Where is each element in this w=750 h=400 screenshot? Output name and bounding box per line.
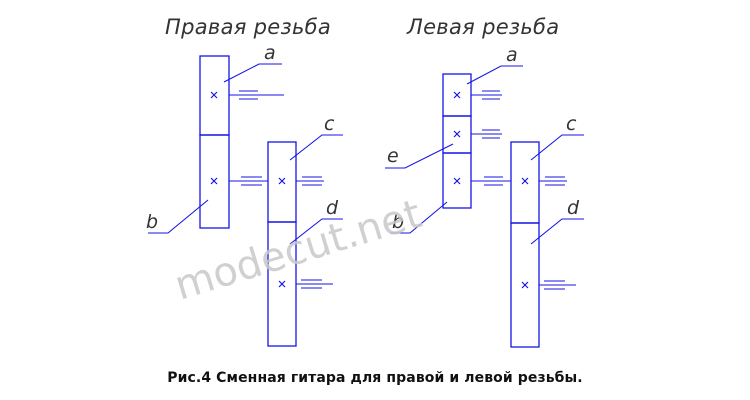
right-leaders xyxy=(148,63,343,245)
left-label-b: b xyxy=(392,211,404,233)
left-label-a: a xyxy=(506,44,518,66)
right-gear-c xyxy=(267,141,297,223)
right-shafts xyxy=(229,90,333,289)
heading-right-thread: Правая резьба xyxy=(165,15,331,39)
figure-caption: Рис.4 Сменная гитара для правой и левой … xyxy=(167,370,583,386)
heading-left-thread: Левая резьба xyxy=(406,15,559,39)
left-leaders xyxy=(385,65,584,245)
left-axis-marks xyxy=(453,91,529,289)
right-label-b: b xyxy=(146,211,158,233)
right-axis-marks xyxy=(210,91,286,288)
left-label-c: c xyxy=(566,113,577,135)
right-thread-scheme: a c d b xyxy=(146,42,343,347)
right-label-d: d xyxy=(326,197,339,219)
left-label-d: d xyxy=(567,197,580,219)
left-gear-c xyxy=(510,141,540,224)
watermark: modecut.net xyxy=(169,191,426,309)
right-label-c: c xyxy=(324,113,335,135)
left-shafts xyxy=(471,90,576,290)
left-label-e: e xyxy=(387,145,399,167)
left-thread-scheme: a c d e b xyxy=(385,44,584,348)
right-label-a: a xyxy=(264,42,276,64)
